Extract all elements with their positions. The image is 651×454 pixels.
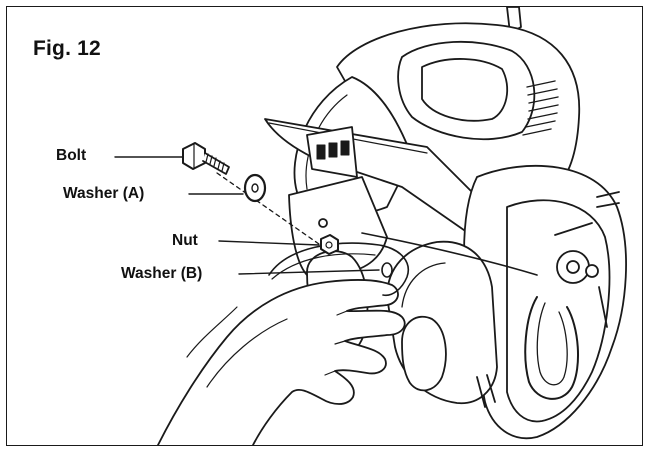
washer-b-part [381,262,393,278]
hub-knob [585,264,599,278]
wheel-right [401,315,447,392]
hand [157,279,406,445]
filter-window [421,58,509,122]
leader-washer-b [238,269,380,275]
handle-loop [524,296,580,400]
mount-hole [318,218,328,228]
bracket-slots [316,140,350,160]
callout-washer-a: Washer (A) [63,185,145,202]
washer-a-part [243,173,267,203]
figure-title: Fig. 12 [33,37,101,60]
callout-bolt: Bolt [56,147,87,164]
bolt-part [182,142,230,175]
nut-part [320,234,339,255]
leader-nut [218,240,320,246]
assembly-axis [216,172,330,252]
throttle-cable [361,232,538,276]
finger-lines [324,310,348,376]
vent-slots [522,80,559,136]
callout-washer-b: Washer (B) [121,265,203,282]
callout-nut: Nut [172,232,198,249]
figure-frame: Fig. 12 Bolt Washer (A) Nut Washer (B) [6,6,643,446]
engine-assembly-illustration [114,7,627,445]
cable [268,242,409,297]
